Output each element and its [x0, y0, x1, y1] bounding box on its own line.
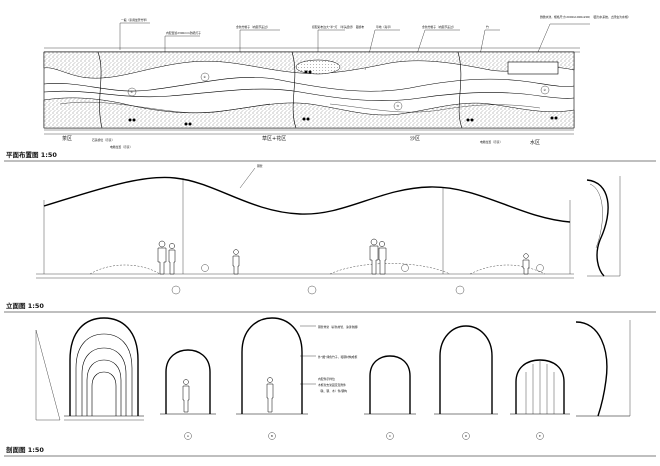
plan-path-curve-2 — [43, 88, 575, 101]
plan-callout-8: 微微水池，规格尺寸(2000x1000x200) （面为水系统，之所虫为水帽） — [540, 15, 630, 19]
section-callout-3: 内配件示样位 — [318, 377, 335, 381]
plan-bottom-label-1: 石英桥位（示意） — [92, 138, 114, 142]
plan-callout-leaders — [119, 22, 590, 71]
plan-mark-1: ① — [131, 90, 134, 94]
section-side-curve — [575, 320, 631, 417]
elevation-dash-arc-3 — [469, 264, 546, 275]
elevation-view: 钢管 立面图 1:50 — [4, 164, 656, 313]
plan-gravel-lower — [43, 97, 575, 129]
plan-mark-4: ④ — [204, 75, 207, 79]
elevation-arch-wave — [43, 176, 571, 223]
section-slope-ref — [35, 329, 61, 421]
section-arch-d — [364, 355, 416, 415]
plan-callout-1: 一般（家用坐凳竹竿） — [121, 18, 149, 22]
section-callout-1: 钢管骨架（彩色材管、涂漆色棚） — [318, 325, 360, 329]
plan-callout-4: 搭配彩布边大“半”灯 （半头起伏） 跟桥布 — [312, 25, 364, 29]
elevation-people — [157, 238, 530, 275]
section-marker-b: B — [271, 434, 273, 438]
plan-zone-sand: 沙区 — [410, 136, 420, 142]
plan-callout-3: 金色竹帽子（内脂节盖过） — [236, 25, 270, 29]
section-marker-e: E — [539, 434, 541, 438]
section-callout-4: 木框架支架固定及附件 — [318, 383, 346, 387]
plan-callout-5: 草地（真草） — [376, 25, 393, 29]
plan-path-curve-4 — [329, 103, 541, 113]
plan-bottom-dimension — [44, 129, 574, 135]
plan-zone-tea: 茶区 — [62, 135, 72, 142]
section-marker-d: D — [465, 434, 467, 438]
plan-callout-7: 竹 — [486, 25, 489, 29]
plan-callout-2: 内配置遮2300mm防晒灯子 — [166, 31, 201, 35]
plan-water-pool — [507, 61, 559, 75]
section-arch-b — [160, 349, 216, 415]
elevation-dash-arc-1 — [89, 264, 161, 275]
elevation-title: 立面图 1:50 — [6, 301, 44, 310]
plan-section-circles — [127, 72, 550, 111]
section-marker-c: C — [389, 434, 391, 438]
plan-path-curve-3 — [59, 101, 271, 113]
plan-bottom-label-2: 电箱位置（示意） — [110, 145, 132, 149]
plan-path-curve-1 — [43, 77, 575, 92]
plan-grass-island — [295, 59, 341, 75]
elevation-side-detail — [586, 176, 621, 277]
plan-bottom-label-3: 电箱位置（示意） — [480, 140, 502, 144]
section-arch-slatted — [510, 359, 570, 415]
plan-title: 平面布置图 1:50 — [6, 150, 57, 159]
plan-callout-6: 金色竹帽子（内脂节盖过） — [422, 25, 456, 29]
plan-zone-dividers — [97, 51, 463, 129]
plan-zone-water: 水区 — [530, 139, 540, 146]
section-arch-nested — [64, 317, 144, 421]
plan-zone-grass-flower: 草区+花区 — [262, 135, 286, 142]
section-arch-c — [236, 317, 308, 415]
elevation-callout-pipe: 钢管 — [257, 164, 263, 168]
section-title: 剖面图 1:50 — [6, 445, 44, 454]
section-arch-e — [434, 325, 498, 415]
section-callout-5: （铁、钢、木）件/钢构 — [318, 389, 347, 393]
elevation-dash-arc-2 — [329, 263, 451, 275]
plan-mark-2: ② — [544, 88, 547, 92]
plan-view: 一般（家用坐凳竹竿） 内配置遮2300mm防晒灯子 金色竹帽子（内脂节盖过） 搭… — [4, 15, 656, 162]
plan-top-dimension — [44, 47, 580, 53]
section-marker-a: A — [187, 434, 189, 438]
section-view: 钢管骨架（彩色材管、涂漆色棚） 外“藏”绿色竹子，和钢材构成框 内配件示样位 木… — [4, 317, 656, 457]
plan-mark-3: ③ — [397, 104, 400, 108]
section-callout-2: 外“藏”绿色竹子，和钢材构成框 — [318, 355, 357, 359]
plan-stools — [128, 70, 558, 126]
